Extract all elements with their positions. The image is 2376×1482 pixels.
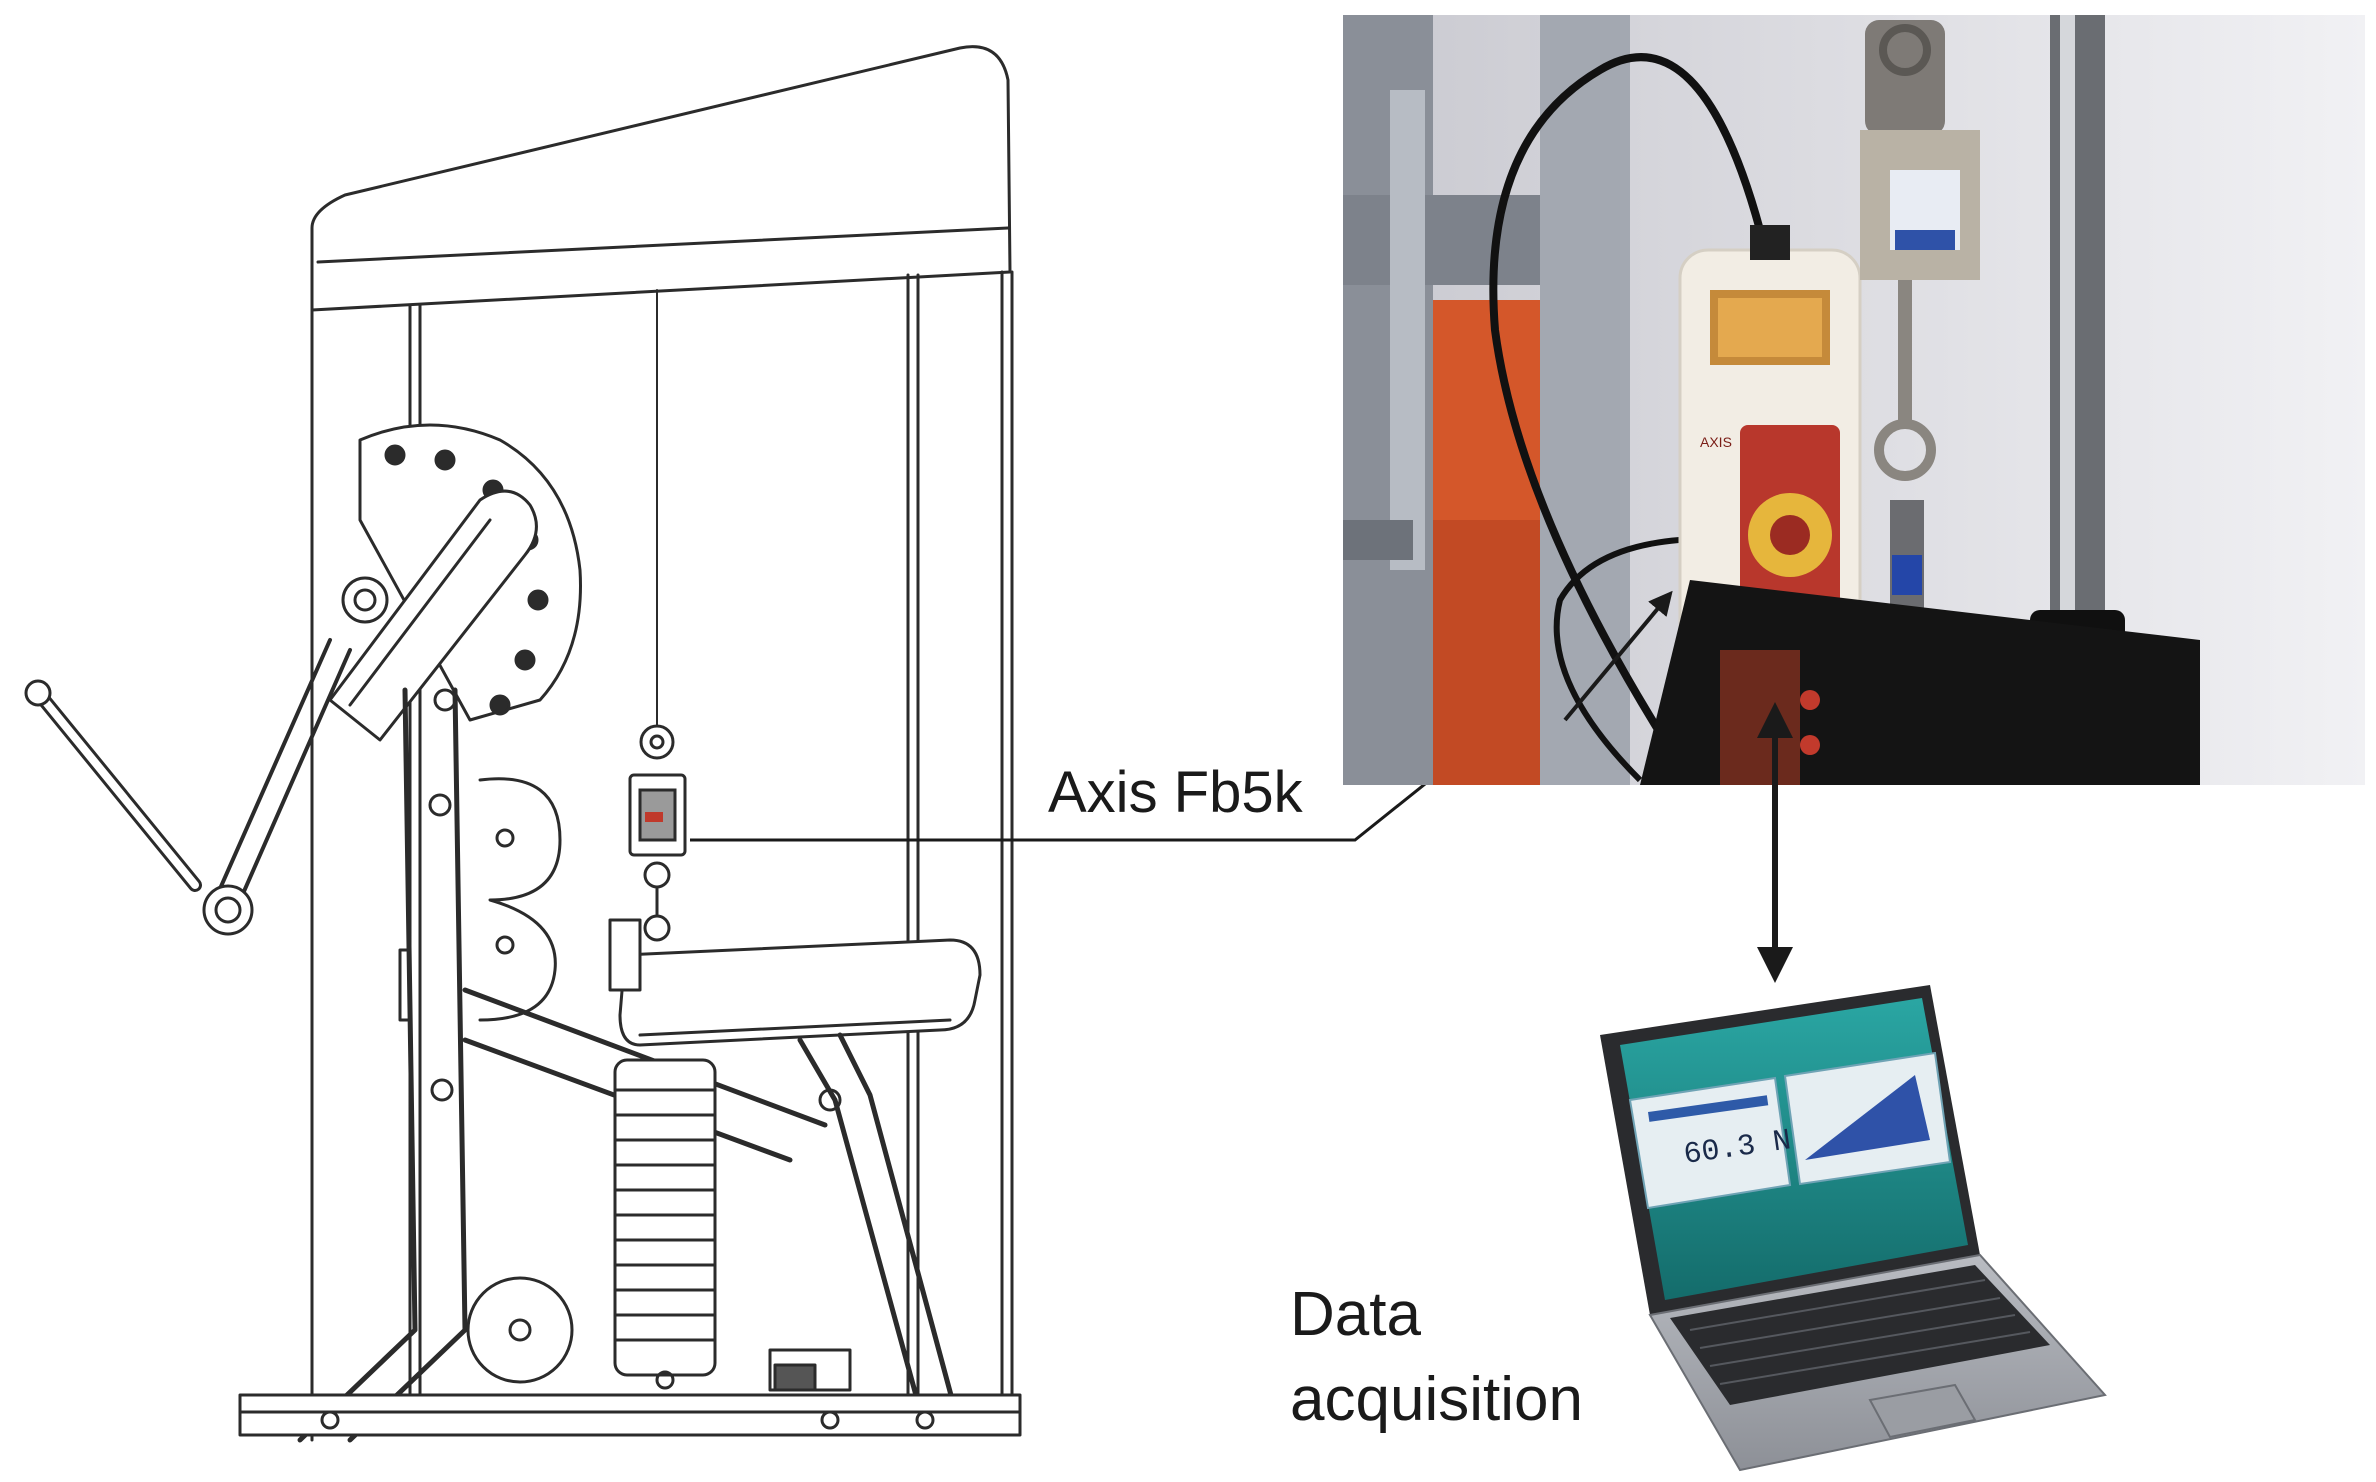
sensor-label: Axis Fb5k	[1048, 760, 1304, 825]
weight-machine-drawing	[24, 45, 1022, 1443]
load-cell-drawing	[628, 724, 687, 942]
sensor-photo: AXIS	[1343, 15, 2365, 785]
photo-pointer-arrow	[1563, 590, 1673, 722]
data-acquisition-label-line1: Data	[1290, 1280, 1421, 1349]
laptop-chart-area	[1805, 1075, 1930, 1160]
weight-stack	[613, 1058, 717, 1390]
device-brand: AXIS	[1700, 434, 1732, 450]
laptop-icon: 60.3 N	[1600, 985, 2107, 1472]
data-acquisition-label-line2: acquisition	[1290, 1365, 1583, 1434]
